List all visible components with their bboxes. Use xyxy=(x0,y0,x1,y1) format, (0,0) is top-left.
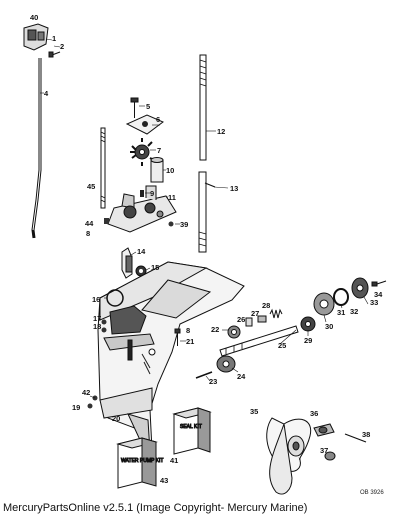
seal-kit-box-label: SEAL KIT xyxy=(180,424,202,430)
callout-19: 19 xyxy=(72,403,80,412)
drive-shaft-lower xyxy=(198,171,207,253)
leader-lines xyxy=(40,38,369,399)
callout-22: 22 xyxy=(211,325,219,334)
callout-12: 12 xyxy=(217,127,225,136)
drive-shaft xyxy=(199,54,207,161)
callout-8-lower: 8 xyxy=(186,326,190,335)
callout-42: 42 xyxy=(82,388,90,397)
callout-9: 9 xyxy=(150,189,154,198)
reverse-gear xyxy=(313,292,335,316)
callout-43: 43 xyxy=(160,476,168,485)
propeller-spacer xyxy=(313,423,335,437)
diagram-code: OB 3926 xyxy=(360,490,384,496)
callout-41: 41 xyxy=(170,456,178,465)
callout-31: 31 xyxy=(337,308,345,317)
callout-13: 13 xyxy=(230,184,238,193)
callout-44: 44 xyxy=(85,219,94,228)
callout-33: 33 xyxy=(370,298,378,307)
bracket-screw xyxy=(48,51,61,58)
callout-15: 15 xyxy=(151,263,159,272)
forward-gear xyxy=(216,355,236,373)
callout-4: 4 xyxy=(44,89,49,98)
propeller-nut xyxy=(324,451,336,461)
callout-8-upper: 8 xyxy=(86,229,90,238)
gear-housing xyxy=(97,261,245,454)
callout-11: 11 xyxy=(168,193,176,202)
exploded-parts-diagram: SEAL KIT WATER PUMP KIT 40 xyxy=(23,13,387,496)
callout-39: 39 xyxy=(180,220,188,229)
shift-bracket xyxy=(23,23,49,51)
callout-14: 14 xyxy=(137,247,146,256)
callout-18: 18 xyxy=(93,322,101,331)
callout-32: 32 xyxy=(350,307,358,316)
callout-16: 16 xyxy=(92,295,100,304)
callout-21: 21 xyxy=(186,337,194,346)
oil-seal-carrier xyxy=(121,247,133,279)
housing-screw xyxy=(174,328,181,346)
pinion-gear xyxy=(227,325,241,339)
callout-45: 45 xyxy=(87,182,95,191)
cotter-pin xyxy=(344,433,367,443)
pump-bolt xyxy=(104,218,109,224)
stud xyxy=(100,127,106,209)
callout-40: 40 xyxy=(30,13,38,22)
impeller-key xyxy=(140,190,144,197)
callout-36: 36 xyxy=(310,409,318,418)
callout-30: 30 xyxy=(325,322,333,331)
copyright-footer: MercuryPartsOnline v2.5.1 (Image Copyrig… xyxy=(3,502,308,514)
sleeve xyxy=(150,157,164,183)
callout-7: 7 xyxy=(157,146,161,155)
propeller xyxy=(266,417,312,495)
callout-28: 28 xyxy=(262,301,270,310)
o-ring-31 xyxy=(333,288,349,306)
callout-25: 25 xyxy=(278,341,286,350)
shift-cam xyxy=(245,317,253,327)
shear-pin xyxy=(195,371,213,379)
callout-20: 20 xyxy=(112,414,120,423)
seal-kit-box: SEAL KIT xyxy=(172,407,212,455)
callout-2: 2 xyxy=(60,42,64,51)
carrier-screw xyxy=(371,280,387,287)
callout-10: 10 xyxy=(166,166,174,175)
callout-29: 29 xyxy=(304,336,312,345)
callout-37: 37 xyxy=(320,446,328,455)
callout-5: 5 xyxy=(146,102,150,111)
spring xyxy=(269,308,283,319)
callout-1: 1 xyxy=(52,34,56,43)
vent-screw xyxy=(87,403,93,409)
water-pump-impeller xyxy=(130,138,155,166)
callout-6: 6 xyxy=(156,115,160,124)
bearing-carrier xyxy=(351,277,369,299)
propeller-shaft xyxy=(219,325,299,357)
shift-rod xyxy=(31,58,42,239)
clutch xyxy=(300,316,316,332)
o-ring-39 xyxy=(168,221,174,227)
pump-cover-screw xyxy=(130,97,139,118)
drive-shaft-pin xyxy=(204,182,216,188)
shift-slide xyxy=(257,315,267,323)
callout-34: 34 xyxy=(374,290,383,299)
callout-27: 27 xyxy=(251,309,259,318)
callout-17: 17 xyxy=(93,314,101,323)
water-pump-kit-box-label: WATER PUMP KIT xyxy=(121,458,163,464)
callout-35: 35 xyxy=(250,407,258,416)
callout-24: 24 xyxy=(237,372,246,381)
callout-38: 38 xyxy=(362,430,370,439)
water-pump-kit-box: WATER PUMP KIT xyxy=(116,437,164,489)
callout-23: 23 xyxy=(209,377,217,386)
callout-26: 26 xyxy=(237,315,245,324)
callout-numbers: 40 1 2 4 5 6 7 10 9 11 12 13 45 44 8 39 … xyxy=(30,13,383,485)
